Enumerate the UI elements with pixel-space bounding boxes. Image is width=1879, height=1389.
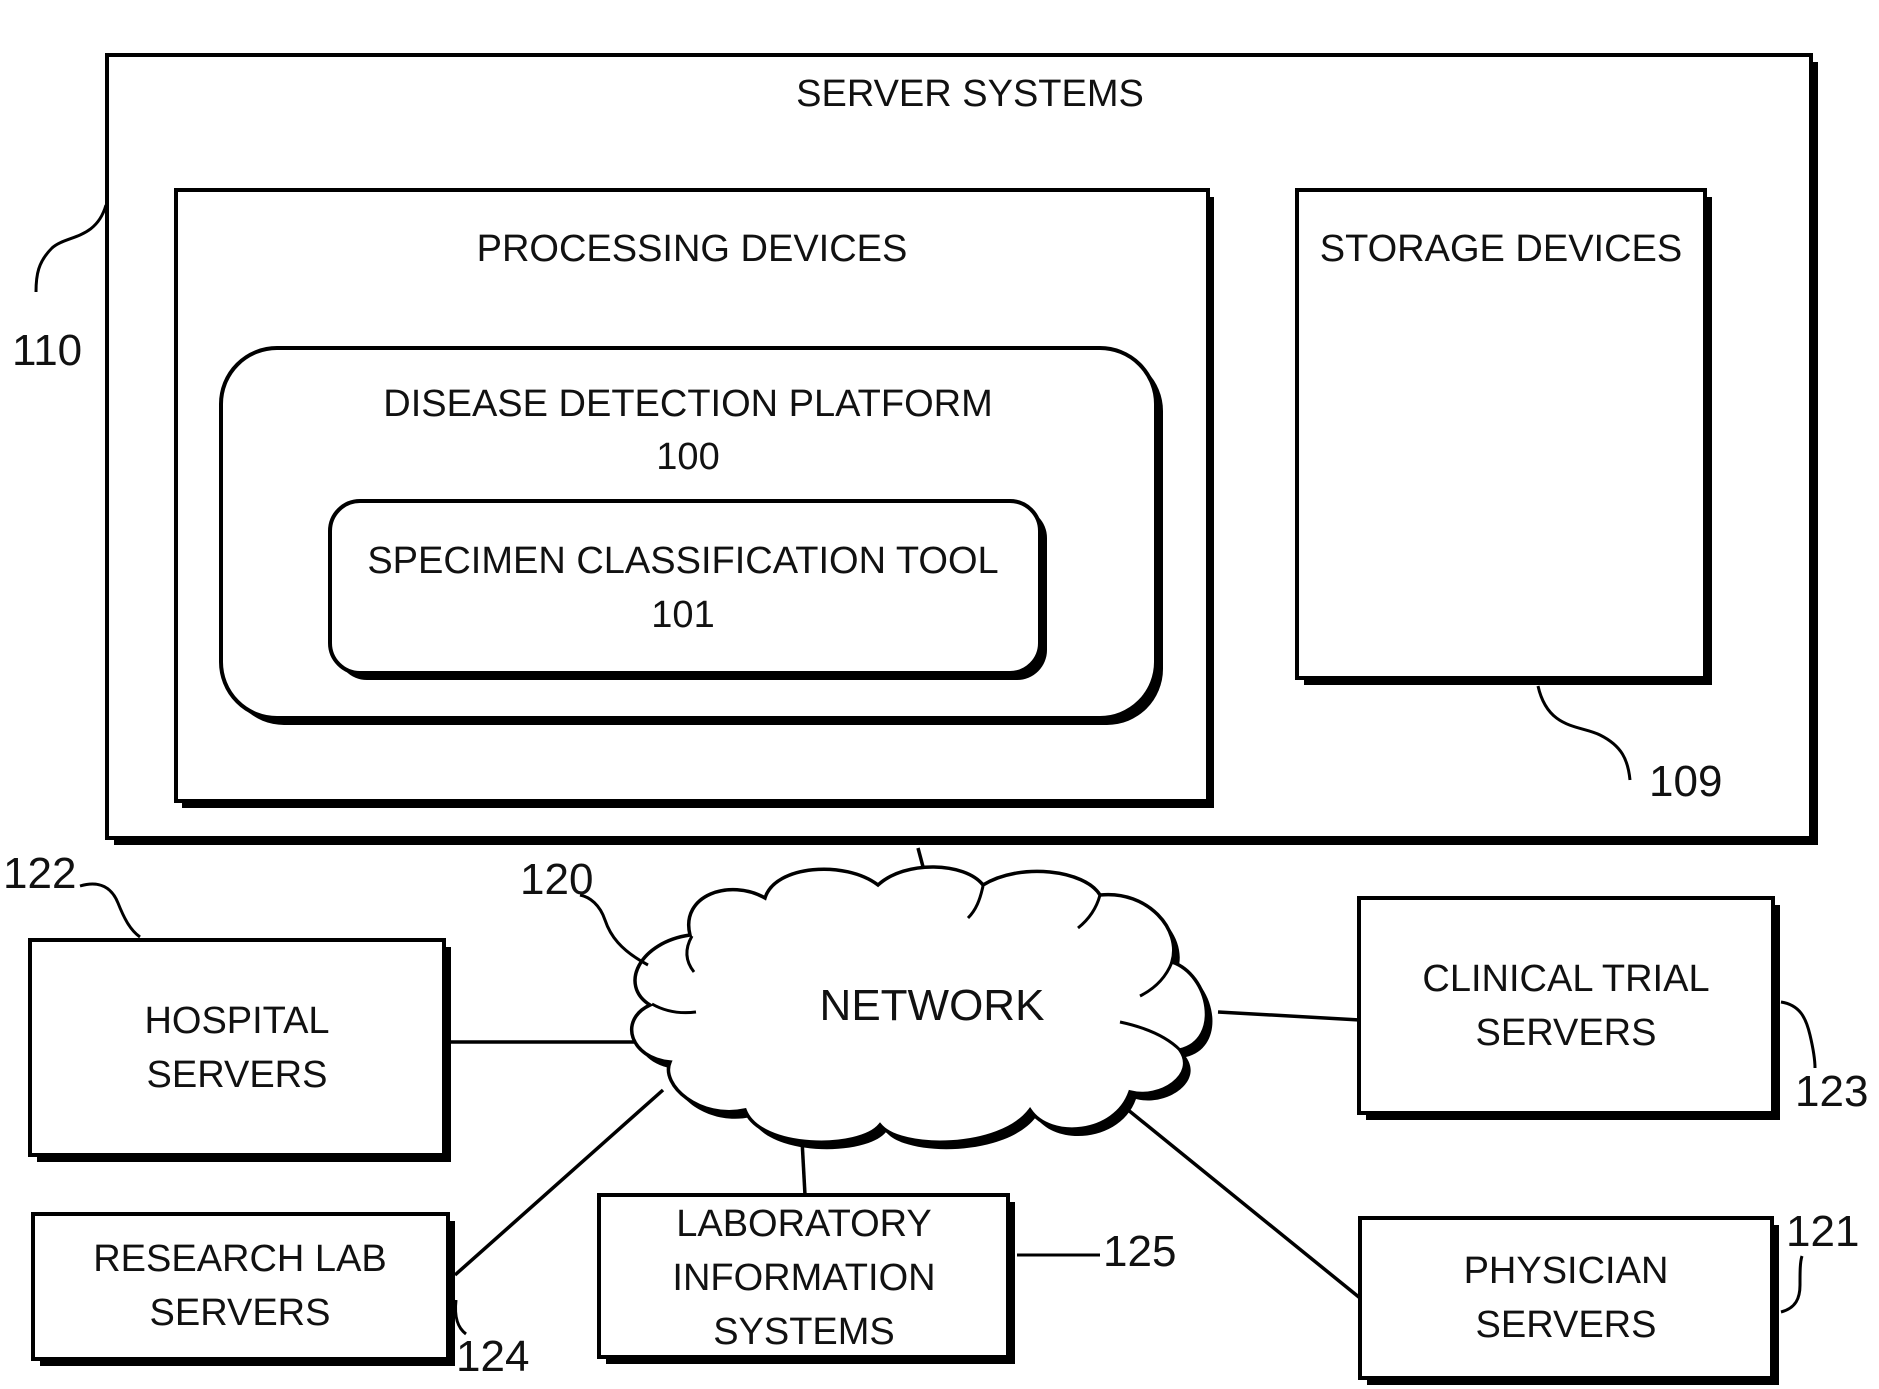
network-leader — [580, 895, 648, 965]
processing-devices-label: PROCESSING DEVICES — [477, 228, 908, 270]
research-lab-servers-line1: RESEARCH LAB — [93, 1238, 387, 1280]
disease-detection-platform-label: DISEASE DETECTION PLATFORM — [383, 383, 992, 425]
disease-detection-platform-ref: 100 — [656, 436, 719, 478]
server-systems-leader — [36, 205, 106, 292]
research-lab-servers-leader — [455, 1300, 466, 1334]
network-cloud: NETWORK — [632, 867, 1213, 1149]
physician-servers-box: PHYSICIAN SERVERS — [1360, 1218, 1779, 1385]
link-clinical-network — [1218, 1012, 1360, 1020]
network-label: NETWORK — [820, 981, 1045, 1030]
specimen-classification-tool-ref: 101 — [651, 594, 714, 636]
hospital-servers-box: HOSPITAL SERVERS — [30, 940, 451, 1162]
laboratory-information-systems-ref: 125 — [1103, 1227, 1176, 1276]
laboratory-information-systems-line3: SYSTEMS — [713, 1311, 895, 1353]
research-lab-servers-line2: SERVERS — [150, 1292, 331, 1334]
hospital-servers-leader — [80, 884, 140, 937]
research-lab-servers-ref: 124 — [456, 1332, 529, 1381]
network-ref: 120 — [520, 855, 593, 904]
laboratory-information-systems-box: LABORATORY INFORMATION SYSTEMS — [599, 1195, 1015, 1364]
laboratory-information-systems-line1: LABORATORY — [676, 1203, 932, 1245]
specimen-classification-tool-label: SPECIMEN CLASSIFICATION TOOL — [367, 540, 998, 582]
research-lab-servers-box: RESEARCH LAB SERVERS — [33, 1214, 455, 1366]
hospital-servers-ref: 122 — [3, 849, 76, 898]
clinical-trial-servers-line1: CLINICAL TRIAL — [1422, 958, 1709, 1000]
storage-devices-ref: 109 — [1649, 757, 1722, 806]
hospital-servers-line1: HOSPITAL — [144, 1000, 329, 1042]
clinical-trial-servers-leader — [1781, 1002, 1815, 1068]
laboratory-information-systems-line2: INFORMATION — [672, 1257, 935, 1299]
physician-servers-leader — [1781, 1256, 1802, 1312]
physician-servers-line2: SERVERS — [1476, 1304, 1657, 1346]
specimen-classification-tool-box: SPECIMEN CLASSIFICATION TOOL 101 — [330, 501, 1047, 680]
clinical-trial-servers-box: CLINICAL TRIAL SERVERS — [1359, 898, 1780, 1120]
clinical-trial-servers-line2: SERVERS — [1476, 1012, 1657, 1054]
server-systems-ref: 110 — [12, 326, 82, 375]
hospital-servers-line2: SERVERS — [147, 1054, 328, 1096]
physician-servers-ref: 121 — [1786, 1207, 1859, 1256]
physician-servers-line1: PHYSICIAN — [1464, 1250, 1669, 1292]
clinical-trial-servers-ref: 123 — [1795, 1067, 1868, 1116]
link-lis-network — [802, 1140, 805, 1195]
storage-devices-label: STORAGE DEVICES — [1320, 228, 1683, 270]
storage-devices-box: STORAGE DEVICES — [1297, 190, 1712, 685]
server-systems-label: SERVER SYSTEMS — [796, 73, 1144, 115]
